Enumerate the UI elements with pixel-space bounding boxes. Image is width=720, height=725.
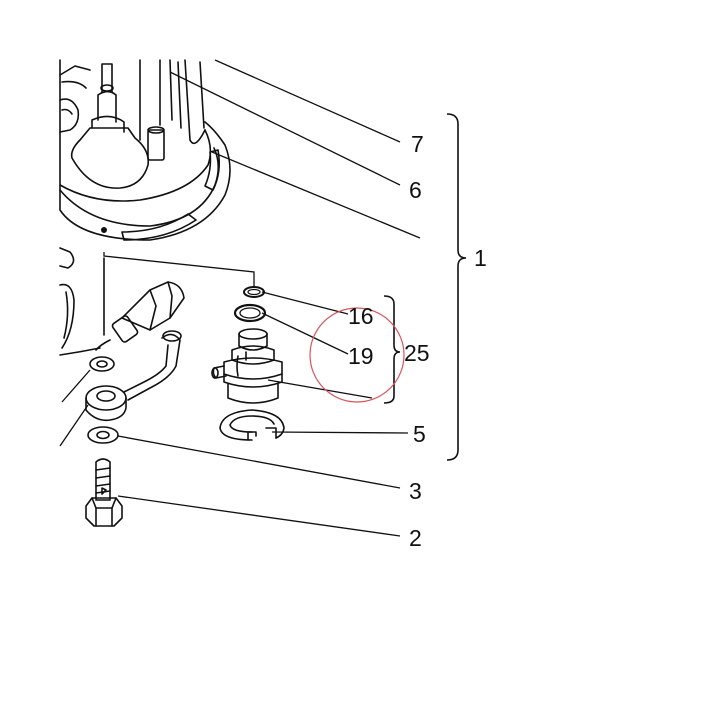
- callout-3: 3: [409, 478, 422, 504]
- fuel-pump-assembly-icon: [59, 59, 231, 241]
- bracket-group-1: [446, 113, 467, 461]
- o-ring-large-icon: [233, 303, 267, 323]
- washer-icon: [87, 426, 119, 444]
- callout-1: 1: [474, 245, 487, 271]
- bracket-group-25: [383, 295, 401, 404]
- banjo-fitting-icon: [85, 356, 127, 527]
- callout-16: 16: [348, 303, 374, 329]
- callout-25: 25: [404, 340, 430, 366]
- callout-2: 2: [409, 525, 422, 551]
- callout-5: 5: [413, 421, 426, 447]
- callout-19: 19: [348, 343, 374, 369]
- callout-7: 7: [411, 131, 424, 157]
- callout-6: 6: [409, 177, 422, 203]
- annotation-circle: [309, 307, 405, 403]
- electrical-connector-icon: [59, 247, 185, 401]
- banjo-bolt-icon: [85, 458, 123, 527]
- leader-lines: [59, 59, 421, 537]
